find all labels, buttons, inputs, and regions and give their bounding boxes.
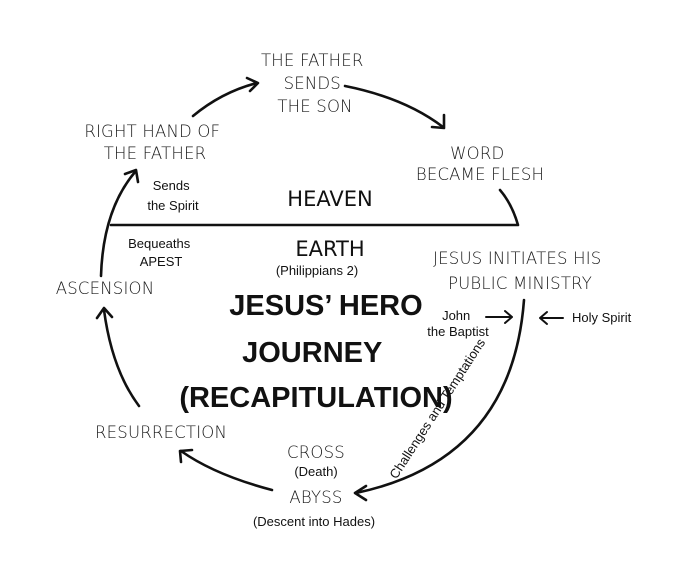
arrow-abyss-to-resurrection — [178, 448, 274, 492]
node-resurrection: RESURRECTION — [95, 423, 227, 442]
node-cross: CROSS — [287, 443, 345, 462]
arrow-right-hand-to-father — [191, 76, 260, 118]
note-holy-spirit: Holy Spirit — [572, 310, 632, 325]
note-sends-spirit: Sends the Spirit — [147, 178, 199, 213]
arrow-ministry-to-abyss — [353, 298, 526, 502]
realm-earth: EARTH — [295, 237, 364, 261]
arrow-ascension-to-right-hand — [99, 168, 140, 278]
arrow-holy-spirit — [539, 311, 564, 325]
note-john-baptist: John the Baptist — [427, 308, 489, 339]
arrow-john-baptist — [485, 310, 513, 324]
arrow-father-to-word — [343, 84, 446, 130]
node-ascension: ASCENSION — [56, 279, 155, 298]
diagram-title: JESUS’ HERO JOURNEY (RECAPITULATION) — [179, 290, 452, 414]
node-descent-hades: (Descent into Hades) — [253, 514, 375, 529]
heaven-earth-divider — [109, 188, 520, 227]
node-right-hand: RIGHT HAND OF THE FATHER — [84, 122, 225, 163]
earth-reference: (Philippians 2) — [276, 263, 358, 278]
node-death: (Death) — [294, 464, 337, 479]
node-word-became-flesh: WORD BECAME FLESH — [416, 144, 544, 184]
realm-heaven: HEAVEN — [287, 187, 372, 211]
node-abyss: ABYSS — [289, 488, 342, 507]
arrow-resurrection-to-ascension — [95, 306, 141, 408]
node-father-sends-son: THE FATHER SENDS THE SON — [261, 51, 369, 116]
note-bequeaths-apest: Bequeaths APEST — [128, 236, 194, 269]
node-public-ministry: JESUS INITIATES HIS PUBLIC MINISTRY — [433, 249, 607, 293]
